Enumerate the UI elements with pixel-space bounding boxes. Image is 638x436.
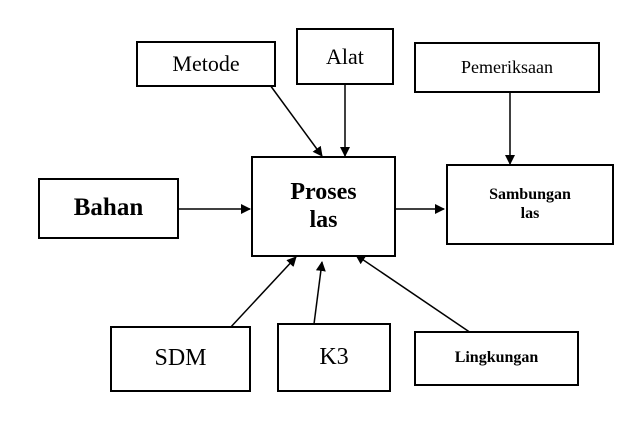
node-k3: K3 xyxy=(277,323,391,392)
node-bahan: Bahan xyxy=(38,178,179,239)
node-sdm-label: SDM xyxy=(154,345,207,372)
arrow-sdm-to-proses xyxy=(228,256,297,330)
node-sambungan-label-line2: las xyxy=(520,204,540,222)
node-pemeriksaan: Pemeriksaan xyxy=(414,42,600,93)
node-pemeriksaan-label: Pemeriksaan xyxy=(461,57,553,78)
node-sambungan-label-line1: Sambungan xyxy=(489,186,571,204)
node-k3-label: K3 xyxy=(319,343,349,370)
node-metode-label: Metode xyxy=(172,51,240,77)
node-proses-label-line1: Proses xyxy=(290,178,357,205)
arrow-metode-to-proses xyxy=(269,84,323,157)
node-proses-label-line2: las xyxy=(309,206,338,233)
arrow-k3-to-proses xyxy=(313,261,326,325)
node-alat: Alat xyxy=(296,28,394,85)
node-bahan-label: Bahan xyxy=(73,194,144,222)
node-lingkungan: Lingkungan xyxy=(414,331,579,386)
node-proses-las: Proses las xyxy=(251,156,396,257)
node-lingkungan-label: Lingkungan xyxy=(454,349,539,367)
node-sdm: SDM xyxy=(110,326,251,392)
arrow-lingkungan-to-proses xyxy=(355,254,472,334)
node-metode: Metode xyxy=(136,41,276,87)
node-sambungan-las: Sambungan las xyxy=(446,164,614,245)
node-alat-label: Alat xyxy=(326,43,364,69)
